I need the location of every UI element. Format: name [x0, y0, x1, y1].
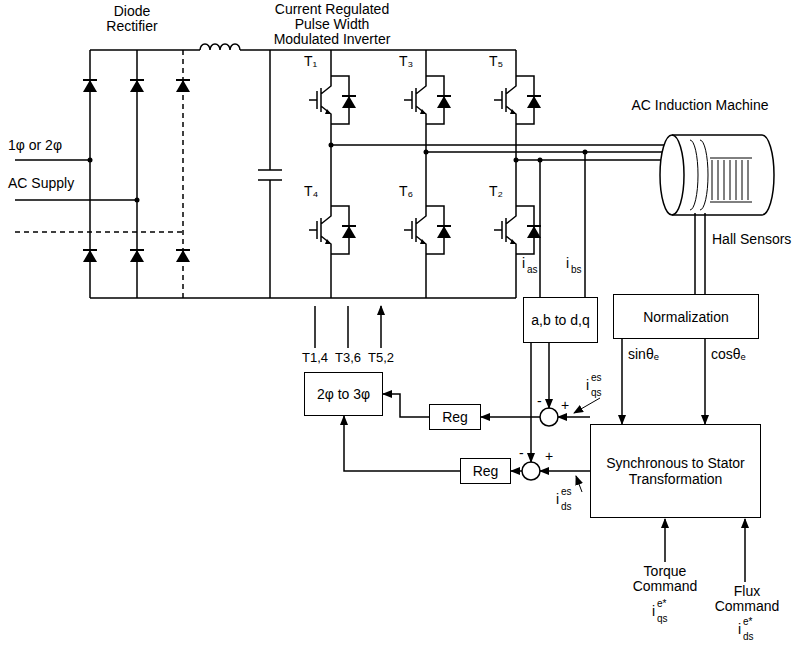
subscript-label: es: [561, 486, 572, 497]
transform-box: a,b to d,q: [523, 297, 598, 343]
text-label: i: [522, 256, 525, 271]
block-label: Synchronous to Stator Transformation: [593, 453, 758, 489]
subscript-label: as: [527, 264, 538, 275]
normalization-box: Normalization: [613, 294, 759, 339]
transformation-box: Synchronous to Stator Transformation: [590, 424, 761, 518]
text-label: T3,6: [334, 350, 362, 365]
signal-connector: [704, 339, 706, 424]
text-label: i: [566, 256, 569, 271]
subscript-label: es: [591, 372, 602, 383]
signal-connector: [621, 339, 623, 424]
subscript-label: bs: [571, 264, 582, 275]
block-label: a,b to d,q: [526, 310, 594, 330]
text-label: T₂: [489, 184, 503, 199]
subscript-label: e*: [657, 598, 666, 609]
subscript-label: qs: [657, 613, 668, 624]
signal-label: sinθₑ: [627, 347, 660, 362]
text-label: i: [586, 378, 589, 393]
text-label: T₃: [399, 54, 413, 69]
regulator-box: Reg: [429, 404, 481, 430]
text-label: -: [537, 394, 542, 409]
rectifier-wiring: [15, 44, 516, 298]
block-label: Normalization: [638, 307, 734, 327]
subscript-label: ds: [743, 631, 754, 642]
text-label: i: [556, 492, 559, 507]
block-label: 2φ to 3φ: [312, 384, 375, 404]
text-label: T₆: [399, 184, 413, 199]
induction-motor: [660, 135, 774, 215]
regulator-box: Reg: [460, 458, 511, 484]
text-label: Hall Sensors: [712, 232, 791, 247]
block-label: Reg: [437, 407, 473, 427]
text-label: i: [652, 604, 655, 619]
text-label: Flux Command: [712, 584, 782, 614]
text-label: 1φ or 2φ: [8, 138, 62, 153]
phase-converter-box: 2φ to 3φ: [304, 372, 383, 416]
text-label: Torque Command: [622, 564, 708, 594]
subscript-label: qs: [591, 387, 602, 398]
inverter-wiring: [331, 50, 705, 298]
text-label: T₅: [489, 54, 503, 69]
text-label: AC Induction Machine: [630, 98, 770, 113]
text-label: T5,2: [367, 350, 395, 365]
text-label: i: [738, 622, 741, 637]
block-label: Reg: [468, 461, 504, 481]
signal-label: cosθₑ: [710, 347, 747, 362]
subscript-label: ds: [561, 501, 572, 512]
text-label: +: [545, 449, 553, 464]
text-label: T₄: [304, 184, 318, 199]
inverter-switches: [309, 70, 541, 260]
text-label: -: [519, 446, 524, 461]
text-label: Current Regulated Pulse Width Modulated …: [262, 2, 402, 47]
text-label: T1,4: [301, 350, 329, 365]
text-label: AC Supply: [8, 176, 74, 191]
subscript-label: e*: [743, 616, 752, 627]
text-label: Diode Rectifier: [92, 4, 172, 34]
signal-connector: [383, 394, 429, 417]
text-label: +: [561, 398, 569, 413]
text-label: T₁: [304, 54, 317, 69]
